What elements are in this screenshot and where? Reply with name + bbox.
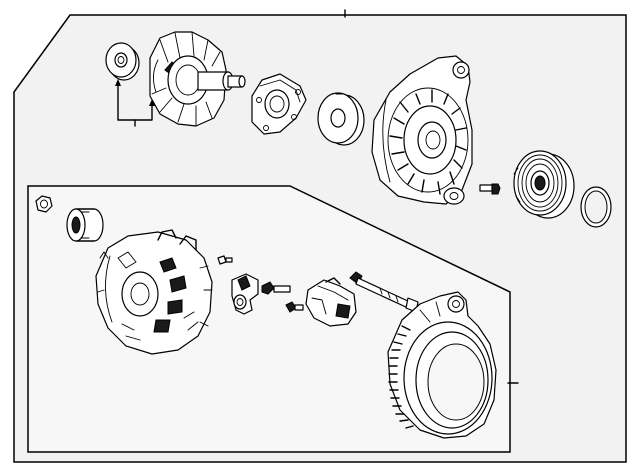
bearing-retainer-plate — [251, 73, 307, 135]
o-ring — [580, 186, 612, 228]
brush-holder — [231, 273, 259, 315]
pulley — [513, 150, 575, 219]
small-screw — [217, 255, 233, 265]
bearing-large — [317, 92, 365, 146]
stator-rear-frame — [387, 291, 497, 439]
front-housing — [371, 55, 473, 205]
nut — [35, 195, 53, 213]
bearing-small — [105, 42, 140, 81]
rear-housing-rectifier — [95, 229, 213, 355]
housing-bolt — [479, 183, 501, 195]
pulley-cap — [66, 208, 104, 242]
rotor — [149, 31, 246, 127]
screw-pair — [261, 281, 304, 313]
voltage-regulator — [305, 277, 357, 327]
leader-bracket — [115, 79, 155, 127]
